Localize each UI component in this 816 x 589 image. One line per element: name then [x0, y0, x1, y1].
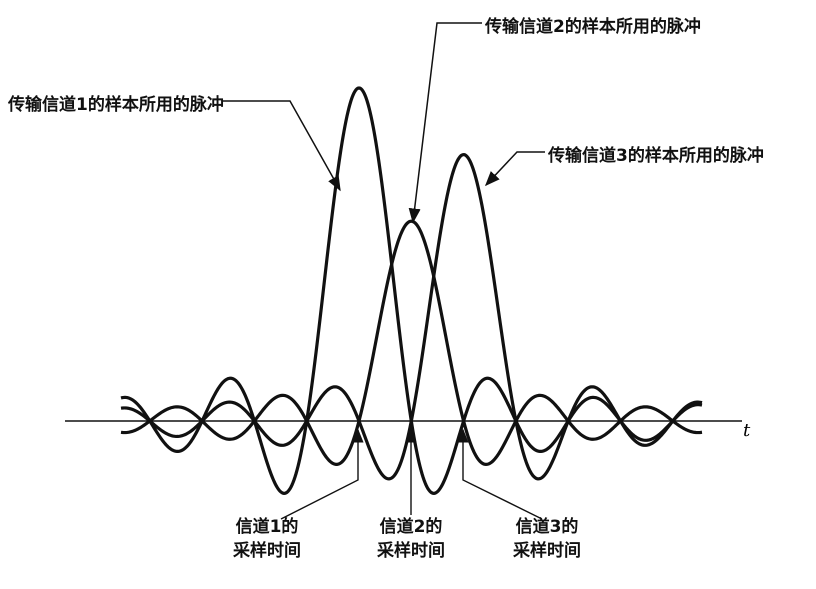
- pulse1-leader: [222, 100, 341, 192]
- sample3-line2: 采样时间: [513, 541, 581, 561]
- pulse-curve-channel-3: [120, 153, 703, 481]
- pulse2-label: 传输信道2的样本所用的脉冲: [485, 17, 701, 37]
- sample2-label: 信道2的 采样时间: [356, 515, 466, 563]
- sample1-line2: 采样时间: [233, 541, 301, 561]
- pulse1-label: 传输信道1的样本所用的脉冲: [8, 95, 224, 115]
- sample3-line1: 信道3的: [515, 517, 579, 537]
- sample3-arrow: [457, 428, 543, 520]
- axis-t-label: t: [743, 420, 751, 441]
- sample1-label: 信道1的 采样时间: [212, 515, 322, 563]
- pulse3-label: 传输信道3的样本所用的脉冲: [548, 146, 764, 166]
- sample3-label: 信道3的 采样时间: [492, 515, 602, 563]
- sample1-arrow: [280, 428, 364, 520]
- sample2-line1: 信道2的: [379, 517, 443, 537]
- pulse3-leader: [484, 151, 545, 187]
- pulse2-leader: [408, 22, 482, 224]
- sample2-line2: 采样时间: [377, 541, 445, 561]
- sample1-line1: 信道1的: [235, 517, 299, 537]
